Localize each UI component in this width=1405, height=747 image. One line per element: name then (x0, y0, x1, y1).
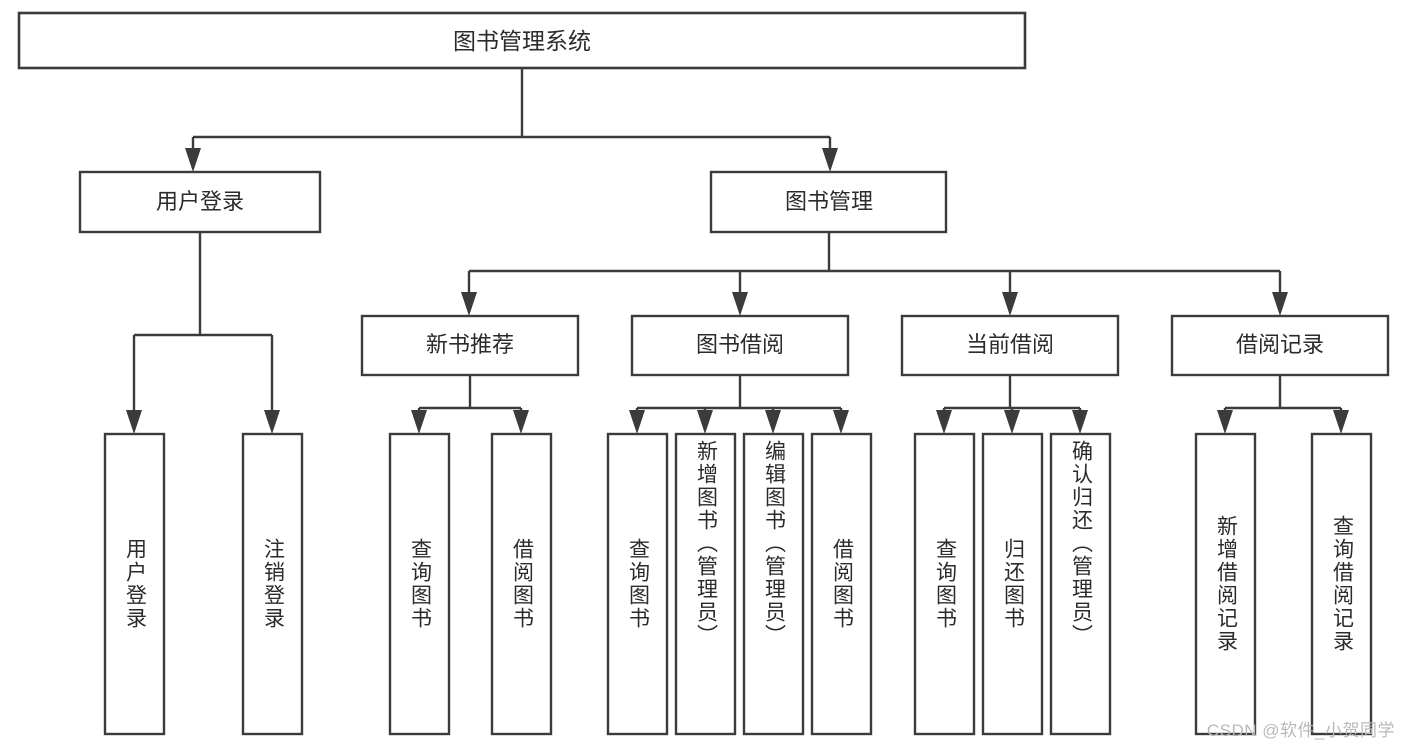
connector-current-borrow-to-leaves (936, 375, 1088, 434)
node-borrow-record-box[interactable] (1170, 314, 1390, 377)
leaf-box-current-borrow-1[interactable] (981, 432, 1044, 736)
arrow-head-icon (697, 410, 713, 434)
leaf-box-book-borrow-0[interactable] (606, 432, 669, 736)
leaf-box-user-login-0[interactable] (103, 432, 166, 736)
arrow-head-icon (264, 410, 280, 434)
arrow-head-icon (1002, 292, 1018, 316)
node-book-borrow-label: 图书借阅 (696, 332, 784, 357)
connector-book-borrow-to-leaves (629, 375, 849, 434)
node-borrow-record-label: 借阅记录 (1236, 332, 1324, 357)
arrow-head-icon (629, 410, 645, 434)
node-current-borrow-box[interactable] (900, 314, 1120, 377)
node-root-label: 图书管理系统 (453, 28, 591, 54)
node-book-management-label: 图书管理 (785, 189, 873, 214)
arrow-head-icon (1272, 292, 1288, 316)
leaf-box-new-book-recommend-0[interactable] (388, 432, 451, 736)
node-user-login-label: 用户登录 (156, 189, 244, 214)
leaf-box-book-borrow-1[interactable] (674, 432, 737, 736)
arrow-head-icon (1004, 410, 1020, 434)
node-book-management-box[interactable] (709, 170, 948, 234)
arrow-head-icon (126, 410, 142, 434)
arrow-head-icon (1072, 410, 1088, 434)
connector-book-management-to-level3 (461, 232, 1288, 316)
arrow-head-icon (411, 410, 427, 434)
arrow-head-icon (936, 410, 952, 434)
connector-new-book-recommend-to-leaves (411, 375, 529, 434)
leaf-box-current-borrow-0[interactable] (913, 432, 976, 736)
leaf-box-borrow-record-0[interactable] (1194, 432, 1257, 736)
leaf-box-borrow-record-1[interactable] (1310, 432, 1373, 736)
arrow-head-icon (833, 410, 849, 434)
connector-user-login-to-leaves (126, 232, 280, 434)
leaf-box-book-borrow-2[interactable] (742, 432, 805, 736)
node-new-book-recommend-label: 新书推荐 (426, 332, 514, 357)
node-user-login[interactable]: 用户登录 (78, 170, 322, 234)
arrow-head-icon (765, 410, 781, 434)
connector-borrow-record-to-leaves (1217, 375, 1349, 434)
node-root[interactable]: 图书管理系统 (17, 11, 1027, 70)
arrow-head-icon (822, 148, 838, 172)
node-new-book-recommend-box[interactable] (360, 314, 580, 377)
leaf-box-book-borrow-3[interactable] (810, 432, 873, 736)
arrow-head-icon (1333, 410, 1349, 434)
leaf-box-user-login-1[interactable] (241, 432, 304, 736)
node-book-management[interactable]: 图书管理 (709, 170, 948, 234)
watermark-text: CSDN @软件_小贺同学 (1206, 721, 1395, 740)
node-new-book-recommend[interactable]: 新书推荐 (360, 314, 580, 377)
arrow-head-icon (513, 410, 529, 434)
connector-root-to-level2 (185, 68, 838, 172)
arrow-head-icon (461, 292, 477, 316)
node-current-borrow-label: 当前借阅 (966, 332, 1054, 357)
node-borrow-record[interactable]: 借阅记录 (1170, 314, 1390, 377)
node-root-box[interactable] (17, 11, 1027, 70)
arrow-head-icon (185, 148, 201, 172)
arrow-head-icon (732, 292, 748, 316)
leaf-box-current-borrow-2[interactable] (1049, 432, 1112, 736)
node-book-borrow-box[interactable] (630, 314, 850, 377)
arrow-head-icon (1217, 410, 1233, 434)
node-current-borrow[interactable]: 当前借阅 (900, 314, 1120, 377)
leaf-box-new-book-recommend-1[interactable] (490, 432, 553, 736)
node-book-borrow[interactable]: 图书借阅 (630, 314, 850, 377)
